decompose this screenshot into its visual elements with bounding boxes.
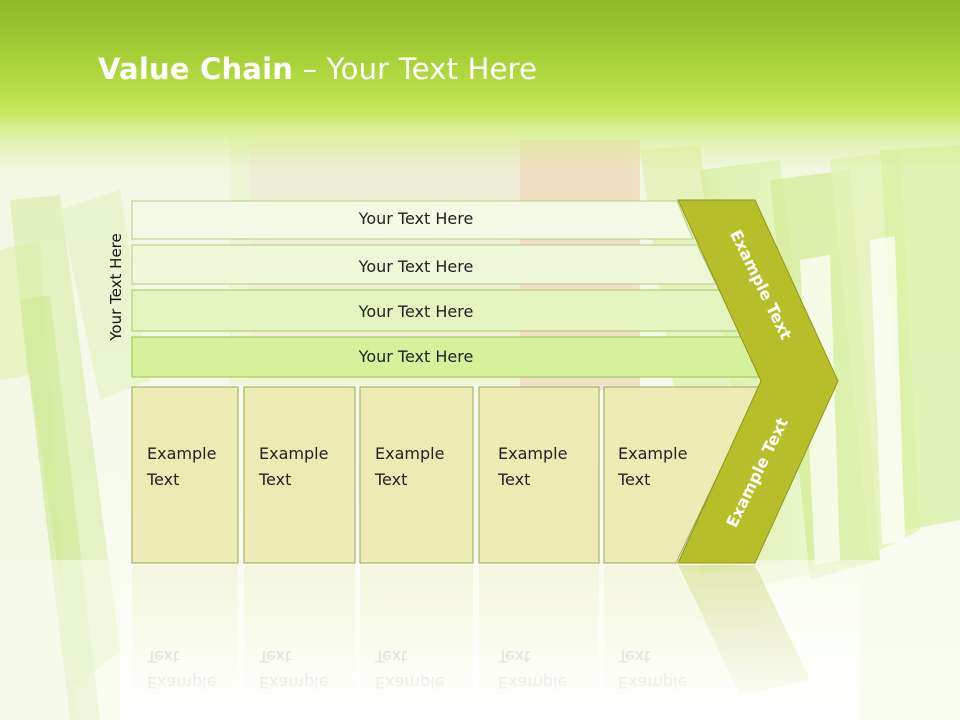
box-line1: Example [147,444,216,463]
title-rest: – Your Text Here [293,52,538,86]
reflection-fade [120,565,860,720]
slide-title: Value Chain – Your Text Here [98,52,537,86]
activity-box-5: Example Text [603,386,761,564]
box-line2: Text [617,470,650,489]
box-line1: Example [618,444,687,463]
activity-box-4: Example Text [478,386,600,564]
box-line2: Text [374,470,407,489]
row-2: Your Text Here [131,244,717,285]
box-line2: Text [258,470,291,489]
box-line1: Example [375,444,444,463]
row-4: Your Text Here [131,336,764,378]
row-label: Your Text Here [358,302,474,321]
row-label: Your Text Here [358,347,474,366]
header-band [0,0,960,170]
activity-box-2: Example Text [243,386,356,564]
box-line2: Text [146,470,179,489]
activity-box-1: Example Text [131,386,239,564]
box-line1: Example [498,444,567,463]
row-1: Your Text Here [131,200,694,240]
row-label: Your Text Here [358,257,474,276]
box-line1: Example [259,444,328,463]
activity-box-3: Example Text [359,386,474,564]
box-line2: Text [497,470,530,489]
row-label: Your Text Here [358,209,474,228]
row-3: Your Text Here [131,289,740,332]
title-bold: Value Chain [98,52,294,86]
